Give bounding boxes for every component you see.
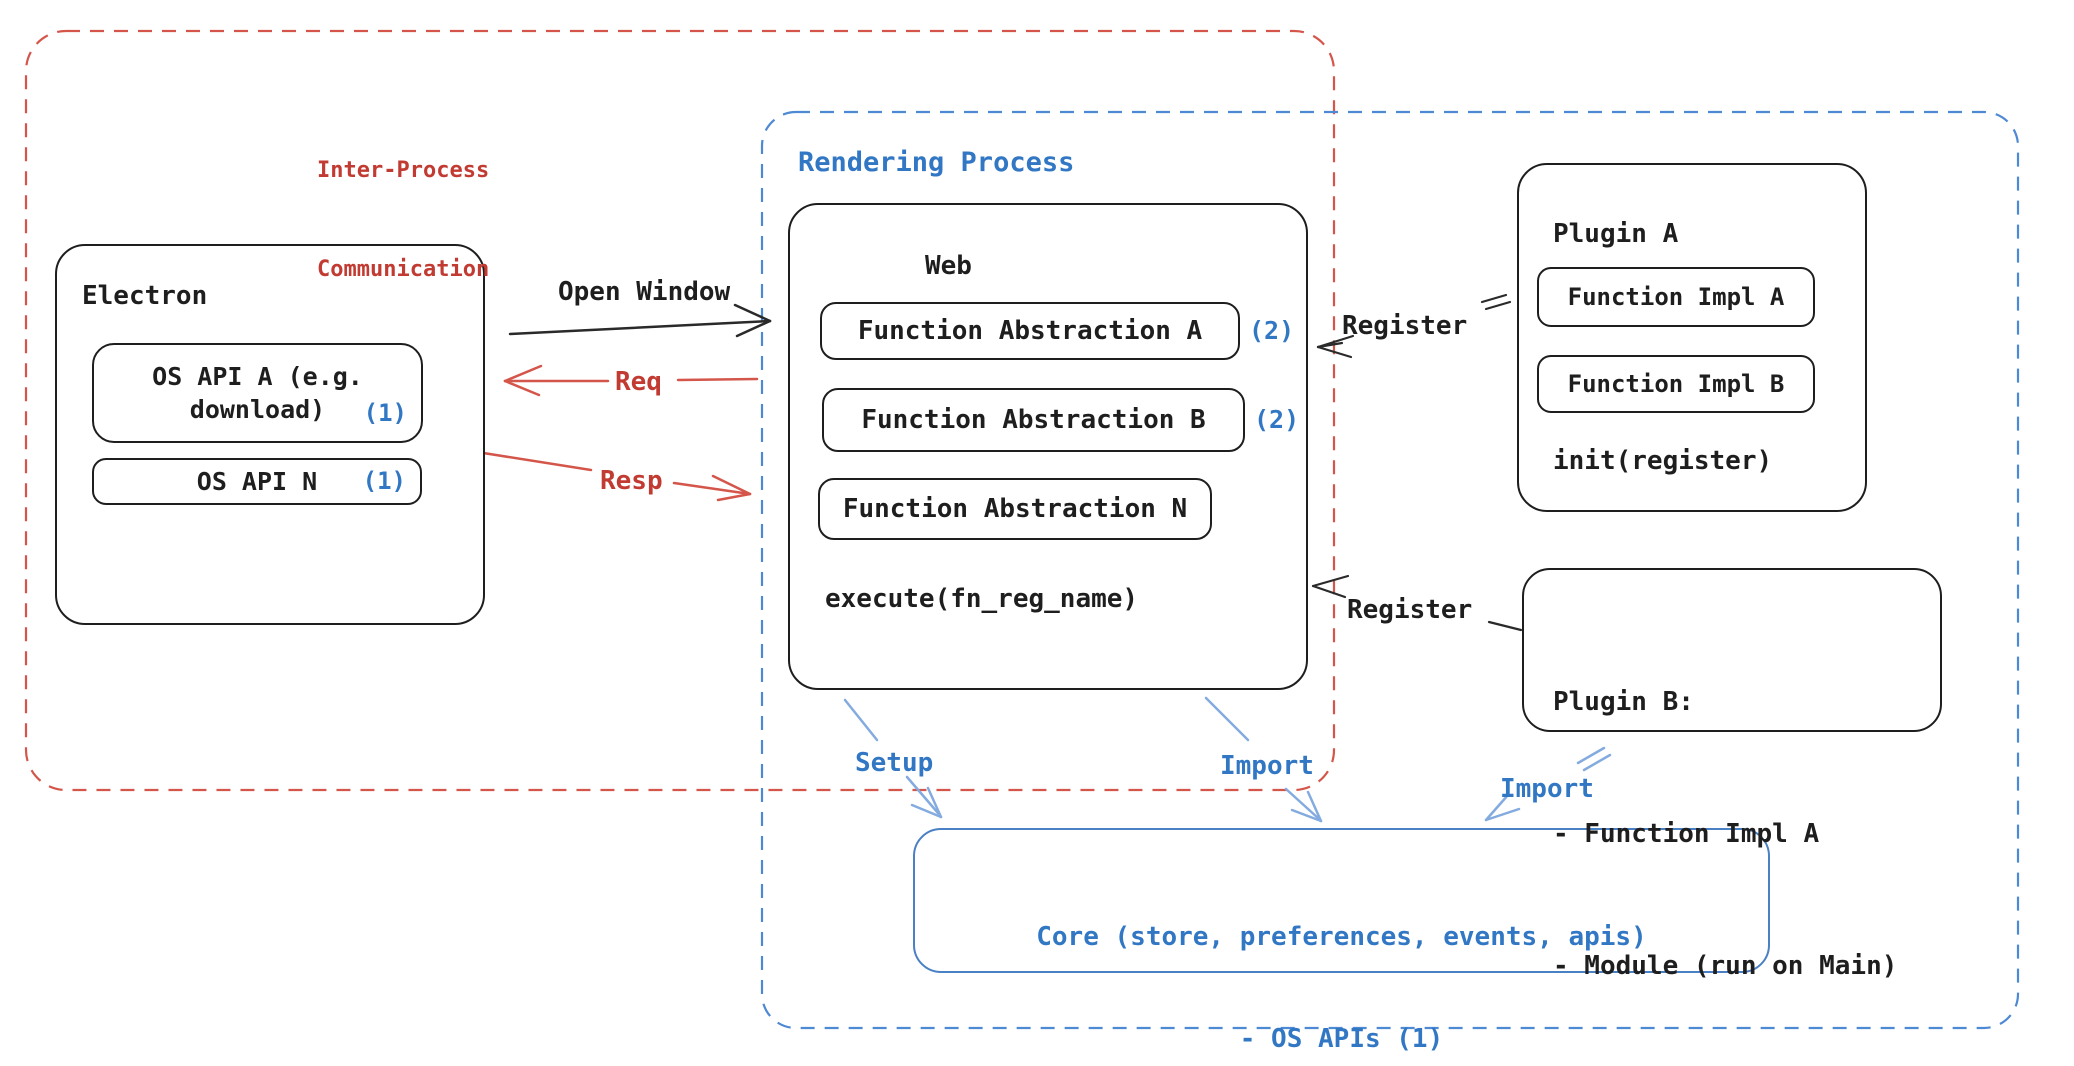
- web-title: Web: [925, 251, 972, 281]
- req-arrow: [503, 364, 759, 397]
- register-bottom-arrow: [1311, 574, 1523, 632]
- function-abstraction-b-tag: (2): [1254, 405, 1300, 434]
- plugin-b-title: Plugin B:: [1553, 687, 1694, 717]
- ipc-title-line2: Communication: [317, 257, 490, 282]
- core-text: Core (store, preferences, events, apis) …: [913, 852, 1770, 1066]
- setup-arrow: [843, 698, 943, 819]
- import-web-label: Import: [1220, 751, 1314, 781]
- os-api-n-box: OS API N (1): [92, 458, 422, 505]
- plugin-a-box: [1517, 163, 1867, 512]
- open-window-arrow: [508, 303, 772, 338]
- import-plugin-label: Import: [1500, 774, 1594, 804]
- register-bottom-label: Register: [1347, 595, 1473, 625]
- open-window-label: Open Window: [558, 277, 731, 307]
- plugin-a-title: Plugin A: [1553, 219, 1679, 249]
- function-abstraction-n-box: Function Abstraction N: [818, 478, 1212, 540]
- core-box: [913, 828, 1770, 973]
- function-abstraction-a-box: Function Abstraction A: [820, 302, 1240, 360]
- ipc-region-title: Inter-Process Communication: [317, 88, 489, 352]
- rendering-region-title: Rendering Process: [798, 147, 1075, 178]
- ipc-dashed-border: [24, 29, 1336, 792]
- setup-label: Setup: [855, 748, 934, 778]
- ipc-title-line1: Inter-Process: [317, 158, 490, 183]
- import-web-arrow: [1204, 696, 1323, 823]
- electron-title: Electron: [82, 281, 208, 311]
- function-impl-b-box: Function Impl B: [1537, 355, 1815, 413]
- core-line-os-apis: - OS APIs (1): [1239, 1024, 1444, 1054]
- plugin-b-item-module: - Module (run on Main): [1553, 951, 1898, 981]
- resp-arrow: [475, 450, 752, 502]
- import-plugin-arrow: [1484, 746, 1612, 822]
- function-abstraction-a-tag: (2): [1249, 316, 1295, 345]
- plugin-b-item-function-impl: - Function Impl A: [1553, 819, 1820, 849]
- init-register-label: init(register): [1553, 446, 1773, 476]
- os-api-a-box: OS API A (e.g. download) (1): [92, 343, 423, 443]
- os-api-a-line1: OS API A (e.g.: [152, 362, 363, 391]
- req-label: Req: [615, 367, 662, 397]
- plugin-b-text: Plugin B: - Function Impl A - Module (ru…: [1553, 592, 1897, 1066]
- core-line-title: Core (store, preferences, events, apis): [1036, 922, 1647, 952]
- os-api-n-tag: (1): [362, 467, 406, 495]
- register-top-label: Register: [1342, 311, 1468, 341]
- function-abstraction-b-box: Function Abstraction B: [822, 388, 1245, 452]
- function-impl-a-box: Function Impl A: [1537, 267, 1815, 327]
- os-api-n-label: OS API N: [196, 467, 318, 496]
- plugin-b-box: [1522, 568, 1942, 732]
- register-top-arrow: [1316, 293, 1512, 359]
- resp-label: Resp: [600, 466, 663, 496]
- execute-function-label: execute(fn_reg_name): [825, 584, 1139, 614]
- os-api-a-tag: (1): [363, 399, 407, 427]
- rendering-dashed-border: [760, 110, 2020, 1030]
- os-api-a-line2: download): [189, 395, 326, 424]
